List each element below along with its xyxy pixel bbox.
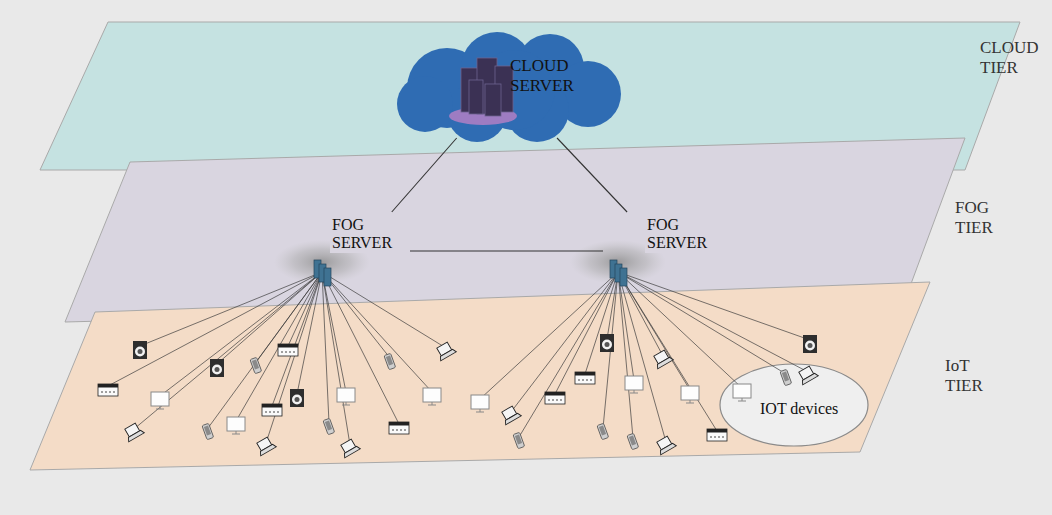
washer-icon xyxy=(290,389,304,407)
phone-icon xyxy=(513,432,525,448)
node-label: FOG SERVER xyxy=(645,216,721,253)
device-wire xyxy=(236,272,322,421)
router-icon xyxy=(575,372,595,384)
tier-label: CLOUD TIER xyxy=(980,38,1046,77)
device-wire xyxy=(322,272,432,392)
device-wire xyxy=(288,272,322,346)
node-label: IOT devices xyxy=(760,400,838,418)
router-icon xyxy=(389,422,409,434)
device-wire xyxy=(618,272,808,372)
monitor-icon xyxy=(471,395,489,412)
node-label: FOG SERVER xyxy=(330,216,406,253)
cloud-server-outline xyxy=(385,28,625,138)
device-wire xyxy=(480,272,618,399)
tier-label: FOG TIER xyxy=(955,198,1021,237)
router-icon xyxy=(98,384,118,396)
monitor-icon xyxy=(733,384,751,401)
laptop-icon xyxy=(434,341,456,361)
group-ellipse xyxy=(720,364,868,446)
monitor-icon xyxy=(423,388,441,405)
fog-server-icon xyxy=(610,260,627,286)
phone-icon xyxy=(780,369,792,385)
network-link xyxy=(410,250,603,251)
device-wire xyxy=(618,272,810,340)
device-wire xyxy=(322,272,390,358)
router-icon xyxy=(545,392,565,404)
router-icon xyxy=(707,429,727,441)
device-wire xyxy=(272,272,322,406)
fog-cloud xyxy=(274,240,370,284)
device-wire xyxy=(511,272,618,412)
phone-icon xyxy=(627,433,639,449)
device-wire xyxy=(134,272,322,429)
router-icon xyxy=(262,404,282,416)
washer-icon xyxy=(210,359,224,377)
device-wire xyxy=(160,272,322,396)
monitor-icon xyxy=(227,417,245,434)
device-wire xyxy=(555,272,618,394)
cloud-shape xyxy=(397,32,621,142)
monitor-icon xyxy=(151,392,169,409)
device-wire xyxy=(519,272,618,437)
device-wire xyxy=(322,272,346,392)
fog-server-icon xyxy=(314,260,331,286)
device-wire xyxy=(618,272,786,374)
device-wire xyxy=(297,272,322,394)
tier-label: IoT TIER xyxy=(945,356,1005,395)
laptop-icon xyxy=(796,365,818,385)
laptop-icon xyxy=(254,436,276,456)
phone-icon xyxy=(323,418,335,434)
phone-icon xyxy=(250,357,262,373)
cloud-server: CLOUD SERVER xyxy=(385,28,625,138)
laptop-icon xyxy=(499,405,521,425)
network-link xyxy=(557,138,627,212)
device-wire xyxy=(266,272,322,443)
monitor-icon xyxy=(681,386,699,403)
device-group: IOT devices xyxy=(718,362,870,448)
device-wire xyxy=(618,272,633,438)
device-wire xyxy=(322,272,399,424)
laptop-icon xyxy=(338,438,360,458)
network-link xyxy=(392,138,457,212)
phone-icon xyxy=(202,423,214,439)
washer-icon xyxy=(803,335,817,353)
phone-icon xyxy=(384,353,396,369)
device-wire xyxy=(208,272,322,428)
washer-icon xyxy=(600,334,614,352)
node-label: CLOUD SERVER xyxy=(510,56,586,95)
server-icon xyxy=(461,58,513,116)
monitor-icon xyxy=(625,376,643,393)
laptop-icon xyxy=(122,422,144,442)
device-wire xyxy=(618,272,717,431)
tier-plane xyxy=(30,282,930,470)
fog-cloud xyxy=(570,240,666,284)
washer-icon xyxy=(133,341,147,359)
device-wire xyxy=(322,272,446,348)
device-wire xyxy=(618,272,742,388)
laptop-icon xyxy=(651,349,673,369)
monitor-icon xyxy=(337,388,355,405)
laptop-icon xyxy=(654,435,676,455)
phone-icon xyxy=(597,423,609,439)
router-icon xyxy=(278,344,298,356)
